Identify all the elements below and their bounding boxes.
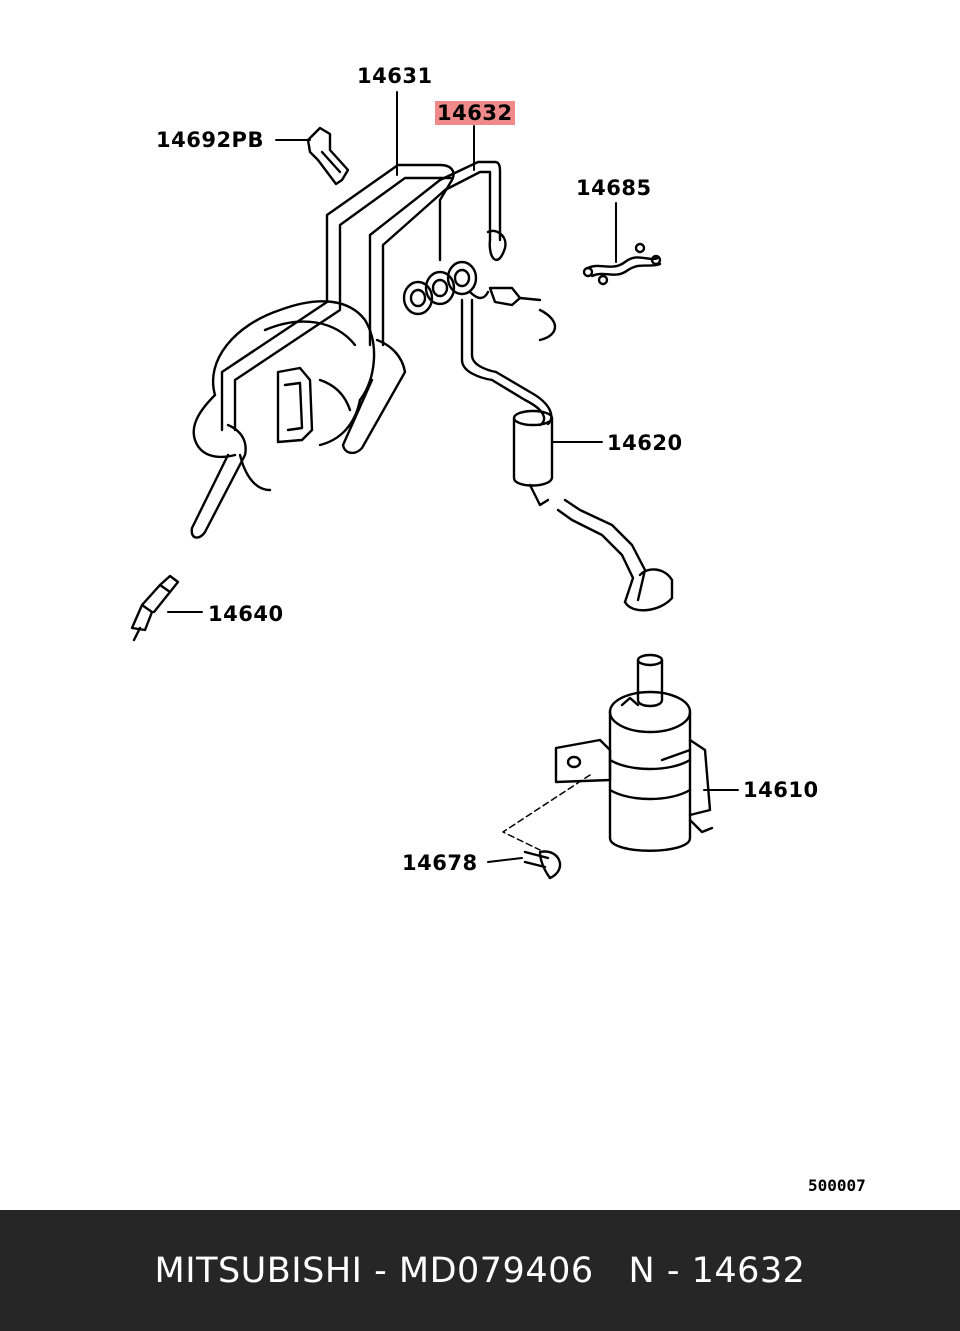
footer-separator: - [362, 1250, 399, 1291]
distributor-drawing [192, 300, 376, 492]
part-label-14640: 14640 [208, 602, 284, 626]
part-label-14678: 14678 [402, 851, 478, 875]
footer-gap [594, 1251, 629, 1291]
footer-prefix: N [628, 1250, 656, 1291]
ignition-parts-diagram [130, 91, 739, 880]
part-label-14620: 14620 [607, 431, 683, 455]
spark-plug-drawing [130, 574, 180, 642]
part-label-14610: 14610 [743, 778, 819, 802]
brand-name: MITSUBISHI [154, 1250, 363, 1291]
part-number: MD079406 [398, 1250, 594, 1291]
mounting-guide-line [502, 774, 591, 851]
bolt-drawing [523, 850, 562, 880]
part-label-14685: 14685 [576, 176, 652, 200]
spark-plug-cable-set-drawing [190, 160, 507, 539]
figure-reference: 500007 [808, 1176, 866, 1195]
part-label-14631: 14631 [357, 64, 433, 88]
part-label-14692PB: 14692PB [156, 128, 264, 152]
ignition-coil-drawing [554, 653, 714, 852]
grommet-drawing [402, 260, 542, 316]
part-info-footer: MITSUBISHI - MD079406 N - 14632 [0, 1210, 960, 1331]
noise-suppressor-drawing [460, 298, 674, 612]
part-code: 14632 [691, 1250, 806, 1291]
footer-separator-2: - [655, 1250, 692, 1291]
part-label-14632-highlighted: 14632 [435, 101, 515, 125]
leader-lines [167, 91, 739, 863]
cable-clamp-drawing [306, 126, 350, 186]
cable-clip-drawing [582, 242, 662, 286]
